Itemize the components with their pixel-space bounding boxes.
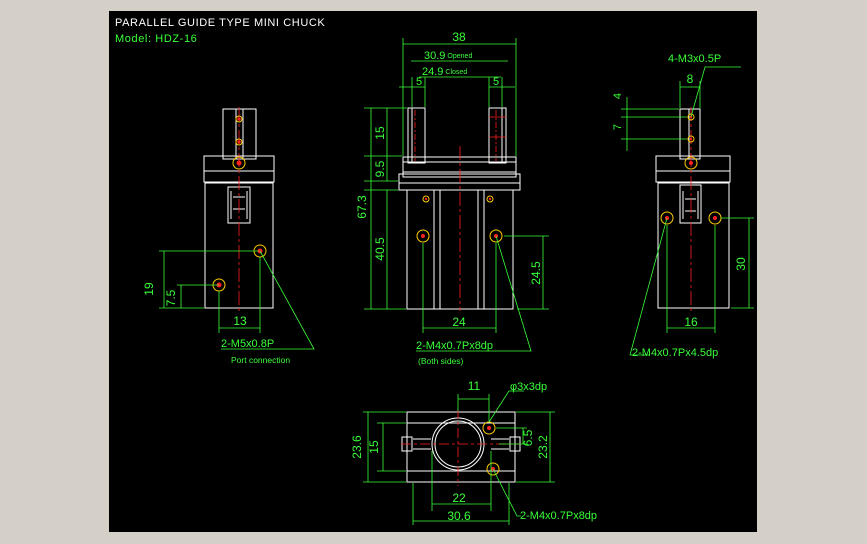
callout-port-note: Port connection	[231, 355, 290, 365]
dim-front-9-5: 9.5	[373, 160, 387, 177]
dim-left-19: 19	[142, 282, 156, 296]
left-view-hole-centers	[216, 117, 263, 288]
drawing-title: PARALLEL GUIDE TYPE MINI CHUCK	[115, 17, 325, 29]
callout-bottom-hole: φ3x3dp	[510, 381, 547, 393]
dim-front-closed-label: Closed	[445, 69, 467, 76]
dim-front-24-5: 24.5	[529, 261, 543, 285]
front-view	[398, 107, 521, 310]
right-side-view	[655, 108, 731, 309]
dim-bottom-11: 11	[468, 379, 481, 393]
dim-front-24: 24	[452, 315, 466, 329]
dim-right-30: 30	[734, 257, 748, 271]
dim-front-opened-label: Opened	[447, 53, 472, 60]
right-view-holes	[660, 113, 722, 225]
dim-right-7: 7	[612, 124, 624, 130]
dim-left-13: 13	[233, 314, 247, 328]
callout-front-thread: 2-M4x0.7Px8dp	[416, 340, 493, 352]
front-view-holes	[416, 195, 503, 243]
dim-bottom-23-2: 23.2	[536, 435, 550, 459]
dim-front-40-5: 40.5	[373, 237, 387, 261]
dim-right-4: 4	[612, 93, 624, 99]
dim-bottom-30-6: 30.6	[447, 509, 471, 523]
front-view-hole-centers	[421, 197, 498, 238]
callout-bottom-thread: 2-M4x0.7Px8dp	[520, 510, 597, 522]
dim-right-16: 16	[684, 315, 698, 329]
dim-front-jaw-left: 5	[416, 76, 422, 88]
dim-right-8: 8	[687, 72, 694, 86]
dim-front-jaw-right: 5	[493, 76, 499, 88]
cad-canvas[interactable]: PARALLEL GUIDE TYPE MINI CHUCK Model: HD…	[109, 11, 757, 532]
front-view-centerlines	[414, 110, 506, 311]
left-view-dimensions	[159, 250, 315, 350]
right-view-dimensions	[621, 66, 754, 356]
right-view-hole-centers	[665, 115, 717, 220]
bottom-view-dimensions	[363, 390, 555, 525]
callout-right-top: 4-M3x0.5P	[668, 53, 721, 65]
model-label: Model: HDZ-16	[115, 33, 197, 45]
dim-front-38: 38	[452, 30, 466, 44]
callout-front-note: (Both sides)	[418, 356, 464, 366]
dim-front-opened-value: 30.9	[424, 50, 445, 62]
callout-port-thread: 2-M5x0.8P	[221, 338, 274, 350]
dim-bottom-23-6: 23.6	[350, 435, 364, 459]
dim-front-15: 15	[373, 126, 387, 140]
dim-bottom-6-5: 6.5	[521, 429, 535, 446]
callout-right-thread: 2-M4x0.7Px4.5dp	[632, 347, 718, 359]
bottom-view	[401, 411, 521, 483]
dim-bottom-15: 15	[367, 440, 381, 454]
cad-drawing: PARALLEL GUIDE TYPE MINI CHUCK Model: HD…	[115, 17, 754, 525]
dim-front-67-3: 67.3	[355, 195, 369, 219]
dim-bottom-22: 22	[452, 491, 466, 505]
dim-left-7-5: 7.5	[164, 289, 178, 306]
bottom-view-centerlines	[401, 409, 521, 486]
front-view-dimensions	[364, 38, 549, 352]
dim-front-closed-value: 24.9	[422, 66, 443, 78]
